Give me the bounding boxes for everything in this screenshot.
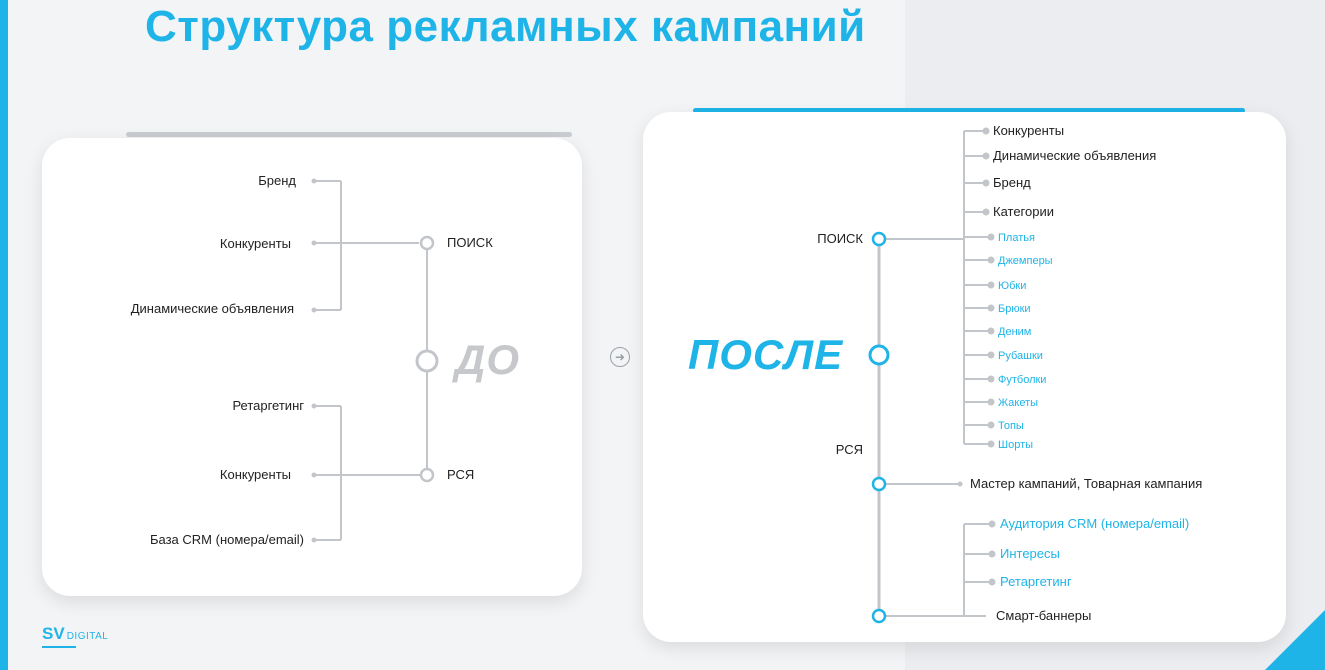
before-search-hub-label: ПОИСК: [447, 235, 493, 250]
after-smart-dot: [988, 578, 996, 586]
after-search-item: Бренд: [993, 175, 1031, 190]
after-search-item: Юбки: [998, 280, 1027, 292]
before-rsya-hub-label: РСЯ: [447, 467, 475, 482]
before-card-tab: [126, 132, 572, 137]
after-search-item: Деним: [998, 326, 1032, 338]
before-rsya-item-3: База CRM (номера/email): [149, 532, 304, 547]
after-search-dot: [982, 179, 990, 187]
after-search-dot: [987, 304, 995, 312]
after-search-hub-label: ПОИСК: [817, 231, 863, 246]
after-search-item: Брюки: [998, 303, 1031, 315]
slide-title: Структура рекламных кампаний: [145, 2, 866, 51]
after-search-dot: [987, 351, 995, 359]
after-hubs: [868, 231, 890, 624]
before-rsya-item-2: Конкуренты: [219, 467, 291, 482]
after-connectors: [877, 131, 986, 617]
master-dot: [957, 481, 963, 487]
before-hubs: [415, 235, 439, 483]
after-smart-item: Смарт-баннеры: [996, 608, 1092, 623]
logo-digital: DIGITAL: [66, 631, 109, 642]
after-search-dot: [982, 208, 990, 216]
after-smart-dot: [988, 520, 996, 528]
after-search-item: Рубашки: [998, 350, 1043, 362]
after-smart-dot: [988, 550, 996, 558]
after-search-item: Топы: [998, 420, 1024, 432]
after-smart-sub-1: Аудитория CRM (номера/email): [1000, 516, 1190, 531]
after-smart-sub-3: Ретаргетинг: [1000, 574, 1072, 589]
arrow-right-circle-icon: ➜: [610, 347, 630, 367]
before-rsya-item-1: Ретаргетинг: [232, 398, 304, 413]
before-search-item-2: Конкуренты: [219, 236, 291, 251]
after-card-tab: [693, 108, 1245, 113]
before-search-item-3: Динамические объявления: [130, 301, 294, 316]
after-smart-sub-2: Интересы: [1000, 546, 1060, 561]
after-search-item: Платья: [998, 232, 1035, 244]
after-search-dot: [987, 440, 995, 448]
before-connectors: [316, 180, 428, 541]
before-label: ДО: [455, 336, 520, 383]
after-master-item: Мастер кампаний, Товарная кампания: [970, 476, 1203, 491]
before-dots: [311, 178, 317, 543]
after-label: ПОСЛЕ: [688, 331, 844, 378]
after-ticks: [964, 127, 996, 586]
after-search-dot: [987, 421, 995, 429]
after-search-dot: [987, 256, 995, 264]
before-search-item-1: Бренд: [258, 173, 296, 188]
after-search-dot: [987, 375, 995, 383]
after-search-dot: [982, 152, 990, 160]
after-search-item: Джемперы: [998, 255, 1053, 267]
before-card: [42, 138, 582, 596]
after-search-dot: [987, 398, 995, 406]
after-search-item: Категории: [993, 204, 1054, 219]
after-search-dot: [987, 281, 995, 289]
after-rsya-hub-label: РСЯ: [835, 442, 863, 457]
after-search-item: Динамические объявления: [993, 148, 1157, 163]
after-search-dot: [987, 233, 995, 241]
left-accent-bar: [0, 0, 8, 670]
after-search-item: Футболки: [998, 374, 1047, 386]
after-search-item: Конкуренты: [993, 123, 1065, 138]
after-search-item: Шорты: [998, 439, 1034, 451]
after-search-dot: [982, 127, 990, 135]
logo-sv: SV: [42, 624, 65, 643]
after-search-dot: [987, 327, 995, 335]
after-search-item: Жакеты: [998, 397, 1039, 409]
